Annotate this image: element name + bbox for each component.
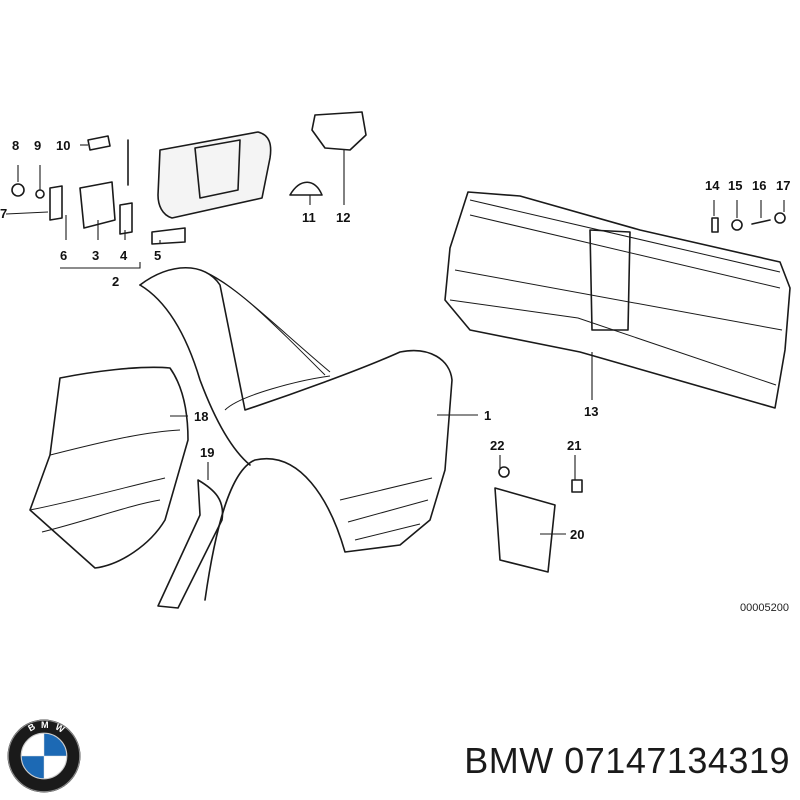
callout-6: 6 [60, 248, 67, 263]
callout-7: 7 [0, 206, 7, 221]
svg-text:B: B [26, 721, 37, 733]
callout-14: 14 [705, 178, 720, 193]
parts-20-22-guard [494, 466, 583, 573]
callout-8: 8 [12, 138, 19, 153]
callout-15: 15 [728, 178, 742, 193]
callout-18: 18 [194, 409, 208, 424]
callout-2: 2 [112, 274, 119, 289]
callout-1: 1 [484, 408, 491, 423]
callout-13: 13 [584, 404, 598, 419]
part-18-rear-door [29, 366, 189, 569]
callout-12: 12 [336, 210, 350, 225]
callout-11: 11 [302, 210, 316, 225]
parts-14-17-fasteners [711, 212, 786, 233]
callout-5: 5 [154, 248, 161, 263]
callout-22: 22 [490, 438, 504, 453]
part-13-rear-panel [444, 191, 791, 409]
leader-lines [5, 144, 785, 535]
part-19-pillar-strip [157, 479, 224, 609]
callout-10: 10 [56, 138, 70, 153]
callout-4: 4 [120, 248, 128, 263]
callout-19: 19 [200, 445, 214, 460]
part-1-side-panel [139, 267, 453, 601]
parts-11-12-brackets [289, 111, 367, 196]
callout-21: 21 [567, 438, 581, 453]
callout-16: 16 [752, 178, 766, 193]
parts-hinge-hardware [11, 135, 133, 235]
diagram-reference-code: 00005200 [740, 602, 789, 614]
callout-labels: 1 2 3 4 5 6 7 8 9 10 11 12 13 14 15 16 1… [0, 138, 790, 542]
callout-3: 3 [92, 248, 99, 263]
callout-17: 17 [776, 178, 790, 193]
part-2-fuel-flap [151, 131, 272, 245]
callout-20: 20 [570, 527, 584, 542]
bmw-roundel-icon: B M W [7, 719, 81, 793]
callout-9: 9 [34, 138, 41, 153]
part-number-caption: BMW 07147134319 [464, 740, 790, 781]
svg-text:M: M [41, 720, 49, 730]
